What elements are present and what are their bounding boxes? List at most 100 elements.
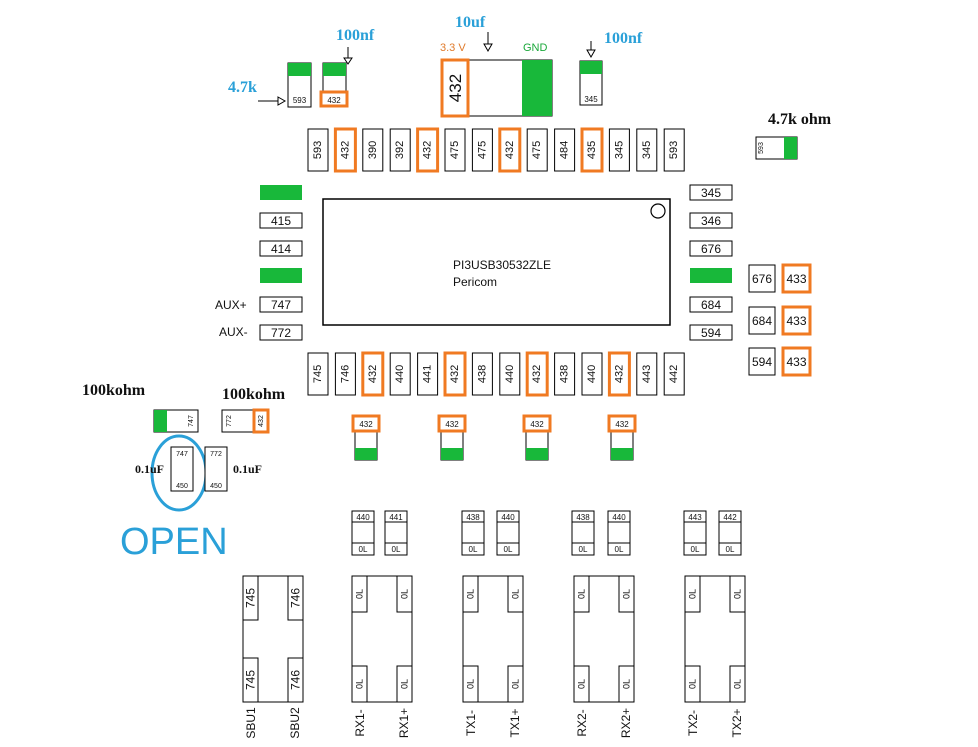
svg-text:450: 450 (176, 483, 188, 490)
bottom-pin-9: 432 (525, 351, 549, 397)
connector-net-label: SBU1 (244, 707, 258, 739)
label-100kohm-right: 100kohm (222, 386, 286, 403)
pin-label: 593 (668, 141, 680, 159)
connector-net-label: RX1+ (397, 708, 411, 738)
capacitor-10uf: 432 (440, 58, 553, 118)
connector-net-label: RX1- (353, 709, 367, 736)
svg-text:593: 593 (758, 142, 765, 154)
svg-text:772: 772 (210, 451, 222, 458)
pin-label: 414 (271, 242, 291, 256)
top-pin-4: 392 (389, 128, 411, 172)
cap-top-label: 442 (723, 513, 737, 522)
pin-label: 432 (422, 141, 434, 159)
cap-bottom-label: 0L (359, 545, 368, 554)
cap-label: 432 (445, 420, 459, 429)
pin-label: 772 (271, 326, 291, 340)
small-cap-1: 432 (351, 414, 381, 461)
label-4k7-ohm: 4.7k ohm (768, 111, 832, 128)
svg-text:747: 747 (188, 415, 195, 427)
label-gnd: GND (523, 42, 548, 54)
svg-text:450: 450 (210, 483, 222, 490)
connector-net-label: SBU2 (288, 707, 302, 739)
pin-label: 443 (641, 365, 653, 383)
pin-label: 745 (312, 365, 324, 383)
left-pin-3: 414 (259, 240, 303, 257)
cap-top-label: 441 (389, 513, 403, 522)
bottom-pin-1: 745 (307, 352, 329, 396)
arrow-down-icon (586, 41, 596, 59)
cap-bottom-label: 0L (392, 545, 401, 554)
top-pin-5: 432 (416, 127, 440, 173)
bottom-pin-10: 438 (554, 352, 576, 396)
cap-label: 432 (530, 420, 544, 429)
cap-bottom-label: 0L (504, 545, 513, 554)
pair-left-label: 594 (752, 355, 772, 369)
connector-net-label: TX1- (464, 710, 478, 736)
cap-top-label: 443 (688, 513, 702, 522)
resistor-4k7-left: 593 (287, 62, 312, 108)
cap-top-label: 440 (501, 513, 515, 522)
label-10uf: 10uf (455, 14, 486, 31)
pin-label: 432 (367, 365, 379, 383)
resistor-100k-right: 772 432 (221, 408, 270, 434)
left-pin-1 (260, 185, 302, 200)
pin-label: 432 (449, 365, 461, 383)
top-pin-7: 475 (471, 128, 493, 172)
connector-pin-label: 0L (577, 679, 587, 689)
cap-top-label: 438 (466, 513, 480, 522)
pin-label: 432 (613, 365, 625, 383)
top-pin-10: 484 (554, 128, 576, 172)
label-aux-minus: AUX- (219, 325, 248, 339)
small-cap-3: 432 (522, 414, 552, 461)
resistor-100k-left: 747 (153, 409, 199, 433)
small-cap-4: 432 (607, 414, 637, 461)
pin-label: 441 (422, 365, 434, 383)
pin-label: 746 (339, 365, 351, 383)
connector-pin-label: 746 (289, 588, 303, 608)
bottom-pin-12: 432 (607, 351, 631, 397)
pin-label: 392 (394, 141, 406, 159)
svg-text:432: 432 (327, 96, 341, 105)
svg-text:432: 432 (258, 415, 265, 427)
top-pin-11: 435 (580, 127, 604, 173)
left-pin-5: 747 (259, 296, 303, 313)
connector-pin-label: 0L (688, 679, 698, 689)
chip-manufacturer: Pericom (453, 275, 497, 289)
top-pin-1: 593 (307, 128, 329, 172)
arrow-down-icon (343, 47, 353, 65)
connector-pin-label: 0L (466, 679, 476, 689)
pin-label: 345 (641, 141, 653, 159)
pair-right-label: 433 (786, 272, 806, 286)
ic-chip: PI3USB30532ZLE Pericom (322, 198, 671, 326)
connector-pin-label: 0L (355, 589, 365, 599)
label-4k7: 4.7k (228, 79, 257, 96)
label-aux-plus: AUX+ (215, 298, 247, 312)
cap-label: 432 (359, 420, 373, 429)
right-pin-3: 676 (689, 240, 733, 257)
bottom-pin-3: 432 (361, 351, 385, 397)
connector-pin-label: 0L (511, 679, 521, 689)
cap-label: 432 (615, 420, 629, 429)
top-pin-9: 475 (526, 128, 548, 172)
pin-label: 747 (271, 298, 291, 312)
top-pin-8: 432 (498, 127, 522, 173)
capacitor-100nf-left: 432 (319, 62, 349, 108)
pair-left-label: 684 (752, 314, 772, 328)
pin-label: 438 (559, 365, 571, 383)
connector-net-label: RX2- (575, 709, 589, 736)
connector-pin-label: 0L (622, 679, 632, 689)
label-01uf-right: 0.1uF (233, 462, 262, 476)
svg-text:593: 593 (293, 96, 307, 105)
connector-pin-label: 0L (688, 589, 698, 599)
pin-label: 484 (559, 141, 571, 159)
connector-net-label: TX1+ (508, 708, 522, 737)
connector-net-label: RX2+ (619, 708, 633, 738)
pin-label: 593 (312, 141, 324, 159)
